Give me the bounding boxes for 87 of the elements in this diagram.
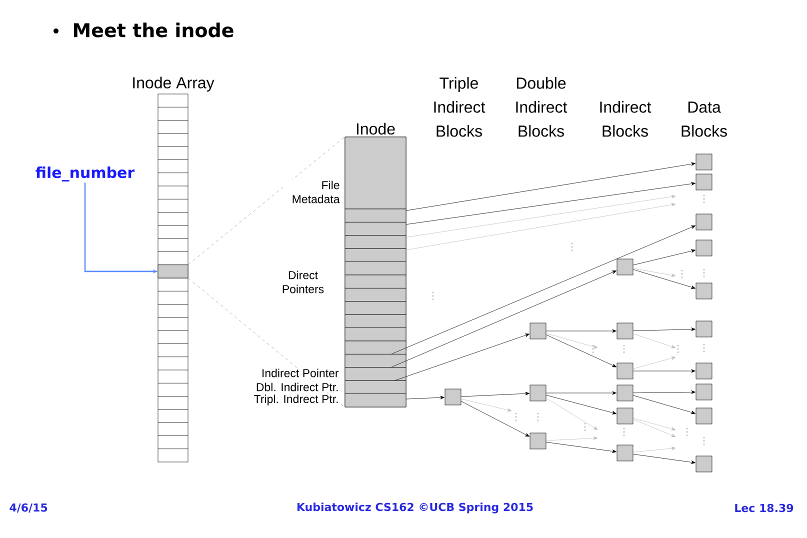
arrow (546, 329, 616, 333)
pointer-slot (344, 394, 406, 408)
arrow (406, 194, 676, 238)
block-box (696, 408, 712, 424)
pointer-slot (344, 222, 406, 236)
arrow (546, 333, 598, 348)
connector-line (188, 278, 345, 408)
arrow (546, 394, 616, 414)
block-box (696, 240, 712, 256)
arrow (546, 442, 616, 453)
pointer-slot (344, 274, 406, 288)
selected-slot (158, 264, 188, 278)
arrow (633, 356, 676, 369)
pointer-slot (344, 262, 406, 276)
arrow (391, 270, 616, 368)
block-box (696, 174, 712, 190)
arrow (546, 398, 598, 430)
pointer-slot (344, 235, 406, 249)
node-label: Inode (356, 122, 395, 135)
block-box (616, 384, 634, 402)
block-box (616, 322, 634, 340)
part-label: File Metadata (282, 180, 341, 204)
arrow (633, 369, 696, 373)
block-box (444, 388, 462, 406)
block-box (696, 154, 712, 170)
arrow (633, 249, 696, 266)
column-heading: Indirect Blocks (600, 101, 652, 137)
arrow (633, 419, 676, 437)
arrow (391, 225, 696, 354)
arrow (633, 418, 676, 431)
footer-text: Lec 18.39 (735, 504, 794, 512)
block-box (696, 214, 712, 230)
block-box (616, 444, 634, 462)
arrow (394, 334, 530, 381)
block-box (696, 456, 712, 472)
connector-line (188, 136, 345, 265)
block-box (696, 320, 712, 338)
arrow (546, 436, 598, 441)
arrow (546, 334, 616, 368)
arrow (633, 395, 696, 414)
arrow (546, 391, 616, 395)
part-label: Tripl. Indrect Ptr. (252, 394, 340, 406)
pointer-slot (344, 367, 406, 381)
block-box (696, 362, 712, 380)
block-box (616, 258, 634, 276)
part-label: Indirect Pointer (260, 368, 340, 378)
footer-text: 4/6/15 (10, 503, 48, 513)
slide-title: Meet the inode (74, 22, 234, 38)
block-box (616, 408, 634, 424)
arrow (633, 390, 696, 394)
part-label: Dbl. Indirect Ptr. (254, 382, 340, 392)
node-label: Inode Array (133, 76, 214, 92)
variable-label: file_number (36, 166, 135, 182)
pointer-slot (344, 380, 406, 394)
arrow (461, 392, 530, 397)
arrow (461, 398, 512, 412)
block-box (696, 282, 712, 300)
block-box (530, 432, 546, 450)
pointer-slot (344, 301, 406, 315)
arrow (633, 269, 696, 289)
inode-array-column: Inode Array (133, 76, 214, 462)
pointer-slot (344, 314, 406, 328)
arrow (633, 446, 676, 452)
arrow (633, 454, 696, 464)
column-heading: Triple Indirect Blocks (434, 77, 486, 137)
pointer-slot (344, 248, 406, 262)
column-heading: Double Indirect Blocks (516, 77, 568, 137)
part-label: Direct Pointers (282, 270, 324, 294)
column-heading: Data Blocks (682, 102, 727, 137)
arrow (406, 203, 676, 250)
arrow (633, 328, 696, 332)
arrow (406, 162, 696, 211)
arrow (461, 401, 530, 437)
block-box (530, 322, 546, 340)
block-box (530, 384, 546, 402)
pointer-slot (344, 328, 406, 342)
block-box (616, 362, 634, 380)
arrow (406, 182, 696, 225)
footer-text: Kubiatowicz CS162 ©UCB Spring 2015 (297, 502, 533, 514)
block-box (696, 384, 712, 400)
arrow (633, 268, 676, 277)
arrow (406, 396, 444, 400)
pointer-slot (344, 208, 406, 222)
arrow (633, 334, 676, 348)
pointer-slot (344, 288, 406, 302)
pointer-slot (344, 340, 406, 354)
pointer-slot (344, 354, 406, 368)
